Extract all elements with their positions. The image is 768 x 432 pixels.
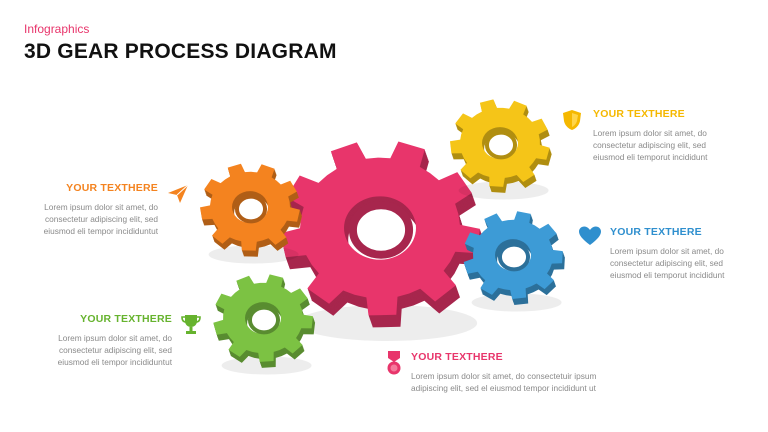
- heading-red: YOUR TEXTHERE: [411, 351, 503, 363]
- shield-icon: [563, 110, 581, 130]
- heading-green: YOUR TEXTHERE: [80, 313, 172, 325]
- heart-icon: [579, 226, 601, 245]
- body-yellow: Lorem ipsum dolor sit amet, do consectet…: [593, 128, 708, 162]
- paper-plane-icon: [168, 184, 189, 203]
- text-block-red: YOUR TEXTHERE Lorem ipsum dolor sit amet…: [411, 351, 621, 394]
- gear-yellow: [450, 99, 552, 200]
- heading-yellow: YOUR TEXTHERE: [593, 108, 685, 120]
- text-block-orange: YOUR TEXTHERE Lorem ipsum dolor sit amet…: [26, 182, 158, 237]
- body-blue: Lorem ipsum dolor sit amet, do consectet…: [610, 246, 725, 280]
- gear-hole-wall: [484, 130, 518, 160]
- body-red: Lorem ipsum dolor sit amet, do consectet…: [411, 371, 597, 393]
- trophy-icon: [181, 315, 201, 334]
- gear-face: [450, 99, 550, 187]
- gear-blue: [463, 211, 565, 312]
- gear-orange: [200, 163, 302, 264]
- gear-hole-wall: [247, 305, 281, 335]
- heading-blue: YOUR TEXTHERE: [610, 226, 702, 238]
- gear-hole-wall: [234, 194, 268, 224]
- gear-face: [200, 163, 300, 251]
- heading-orange: YOUR TEXTHERE: [66, 182, 158, 194]
- medal-icon: [387, 351, 401, 375]
- gear-hole-wall: [348, 201, 414, 259]
- body-orange: Lorem ipsum dolor sit amet, do consectet…: [43, 202, 158, 236]
- gear-green: [213, 274, 316, 375]
- gear-red: [280, 141, 485, 341]
- page-title: 3D GEAR PROCESS DIAGRAM: [24, 40, 337, 63]
- body-green: Lorem ipsum dolor sit amet, do consectet…: [57, 333, 172, 367]
- text-block-green: YOUR TEXTHERE Lorem ipsum dolor sit amet…: [40, 313, 172, 368]
- text-block-yellow: YOUR TEXTHERE Lorem ipsum dolor sit amet…: [593, 108, 763, 163]
- gear-face: [213, 274, 313, 362]
- gear-hole-wall: [497, 242, 531, 272]
- gear-face: [280, 141, 480, 316]
- gear-face: [463, 211, 563, 299]
- text-block-blue: YOUR TEXTHERE Lorem ipsum dolor sit amet…: [610, 226, 760, 281]
- subtitle: Infographics: [24, 22, 90, 36]
